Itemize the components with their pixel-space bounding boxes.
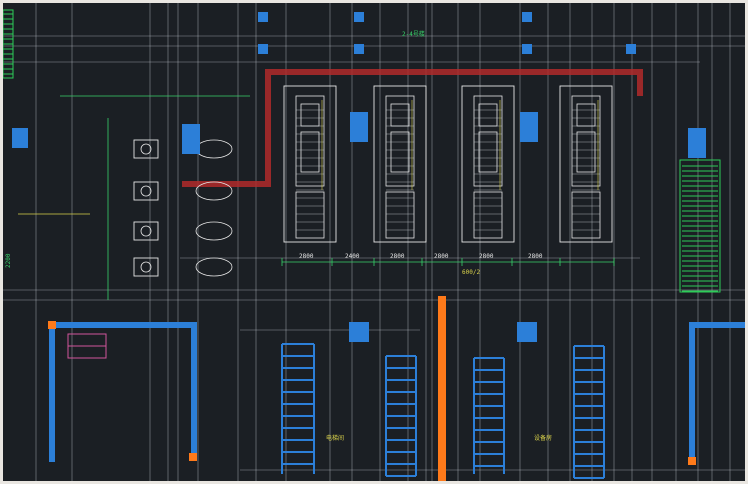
valve-circle — [140, 185, 152, 197]
pipe-ellipse — [195, 181, 233, 201]
equipment-bay — [559, 85, 613, 243]
dimension-text: 2800 — [434, 253, 449, 260]
structural-columns — [12, 12, 706, 342]
bay-outline — [559, 85, 613, 243]
room-tag-2-label: 设备房 — [534, 434, 552, 442]
valve-circle — [140, 261, 152, 273]
machine-core — [478, 131, 498, 173]
machine-body — [295, 95, 325, 187]
orange-markers — [48, 321, 696, 465]
structural-column — [354, 12, 364, 22]
dimension-text: 2400 — [345, 253, 360, 260]
machine-core — [576, 131, 596, 173]
structural-column — [517, 322, 537, 342]
dimension-text-group: 2800 2400 2800 2800 2800 2800 — [299, 253, 543, 260]
dimension-text: 2800 — [479, 253, 494, 260]
structural-column — [350, 112, 368, 142]
dimension-text: 2800 — [299, 253, 314, 260]
machine-core — [390, 131, 410, 173]
bay-outline — [373, 85, 427, 243]
structural-column — [520, 112, 538, 142]
valve-circle — [140, 143, 152, 155]
pipe-ellipse — [195, 221, 233, 241]
dimension-text: 2800 — [390, 253, 405, 260]
equipment-bay — [461, 85, 515, 243]
magenta-detail — [67, 333, 107, 359]
machine-base — [385, 191, 415, 239]
top-note-label: 2-4号楼 — [402, 30, 425, 38]
structural-column — [12, 128, 28, 148]
structural-column — [522, 44, 532, 54]
valve-box — [133, 181, 159, 201]
structural-column — [349, 322, 369, 342]
red-wall-outline — [182, 69, 643, 187]
machine-base — [571, 191, 601, 239]
stair-right — [679, 159, 721, 293]
machine-body — [571, 95, 601, 187]
stair-top-left-treads — [3, 13, 13, 75]
valve-box — [133, 139, 159, 159]
horizontal-rule-lines — [0, 35, 748, 471]
blue-ladders — [281, 343, 605, 479]
machine-body — [473, 95, 503, 187]
structural-column — [258, 12, 268, 22]
machine-core — [300, 131, 320, 173]
blue-ladder — [385, 355, 417, 477]
side-dimension-label: 2200 — [5, 253, 12, 268]
blue-ladder — [573, 345, 605, 479]
valve-box — [133, 257, 159, 277]
orange-center-bar — [438, 296, 446, 482]
valve-box — [133, 221, 159, 241]
dimension-text: 2800 — [528, 253, 543, 260]
structural-column — [258, 44, 268, 54]
structural-column — [522, 12, 532, 22]
bay-outline — [283, 85, 337, 243]
structural-column — [182, 124, 200, 154]
equipment-bays — [283, 85, 613, 243]
room-bottom-left-outline — [49, 322, 197, 462]
bay-outline — [461, 85, 515, 243]
room-bottom-right-outline — [689, 322, 748, 462]
dimension-ticks — [281, 258, 615, 266]
left-valve-components — [18, 95, 250, 300]
equipment-bay — [283, 85, 337, 243]
stair-right-treads — [682, 165, 718, 292]
machine-body — [385, 95, 415, 187]
structural-column — [354, 44, 364, 54]
structural-column — [626, 44, 636, 54]
equipment-bay — [373, 85, 427, 243]
valve-circle — [140, 225, 152, 237]
machine-base — [295, 191, 325, 239]
blue-ladder — [473, 357, 505, 474]
center-tag-label: 600/2 — [462, 269, 480, 276]
blue-ladder — [281, 343, 315, 474]
machine-base — [473, 191, 503, 239]
pipe-ellipse — [195, 257, 233, 277]
room-tag-1-label: 电梯间 — [326, 434, 344, 442]
structural-column — [688, 128, 706, 158]
